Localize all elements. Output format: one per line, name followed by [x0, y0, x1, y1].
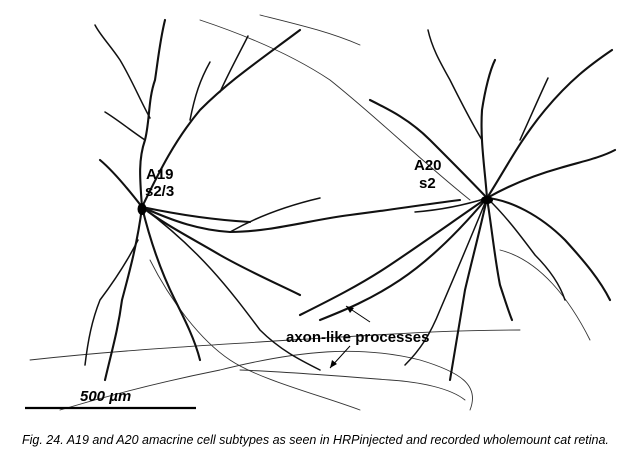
- a19-name-label: A19: [146, 166, 174, 183]
- a20-layer-label: s2: [419, 175, 436, 192]
- a20-cell-dendrites: [298, 29, 617, 382]
- a19-cell-body: [137, 203, 147, 215]
- retina-micrograph-drawing: A19 s2/3 A20 s2 axon-like processes 500 …: [25, 14, 617, 411]
- axon-pointer-arrows: [329, 305, 371, 369]
- scale-bar-label: 500 µm: [80, 388, 131, 405]
- axon-like-processes-lines: [29, 14, 591, 411]
- a20-name-label: A20: [414, 157, 442, 174]
- a19-cell-dendrites: [84, 18, 462, 382]
- a19-layer-label: s2/3: [145, 183, 174, 200]
- axon-processes-label: axon-like processes: [286, 329, 429, 346]
- figure-caption: Fig. 24. A19 and A20 amacrine cell subty…: [22, 433, 609, 447]
- a20-cell-body: [481, 196, 493, 204]
